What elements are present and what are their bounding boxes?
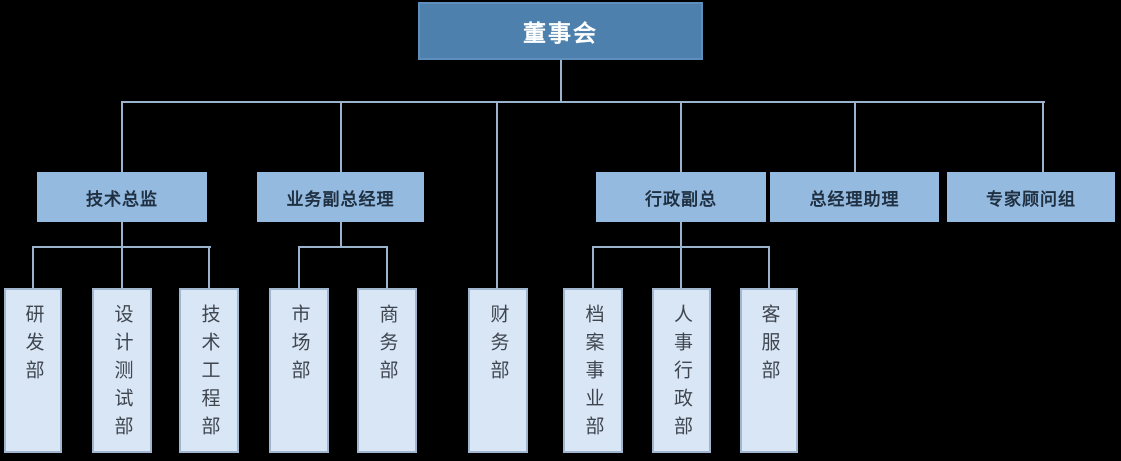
org-node-hr-admin-dept: 人事行政部 — [652, 288, 711, 453]
connector-admin-stem — [680, 222, 682, 288]
org-node-customer-service-dept: 客服部 — [740, 288, 798, 453]
connector-tech-stem — [121, 222, 123, 288]
org-node-label: 设计测试部 — [111, 304, 133, 444]
connector-drop-archives-dept — [592, 246, 594, 288]
org-node-gm-assistant: 总经理助理 — [770, 172, 939, 222]
org-node-label: 业务副总经理 — [286, 189, 395, 209]
connector-drop-gm-assistant — [854, 101, 856, 172]
connector-drop-business-deputy — [340, 101, 342, 172]
connector-drop-expert-advisors — [1042, 101, 1044, 172]
org-node-label: 行政副总 — [645, 189, 717, 209]
connector-root-stem — [560, 58, 562, 103]
org-node-label: 人事行政部 — [671, 304, 692, 444]
connector-drop-finance-dept — [496, 101, 498, 288]
org-node-tech-engineering-dept: 技术工程部 — [179, 288, 239, 453]
org-node-marketing-dept: 市场部 — [269, 288, 329, 453]
org-node-label: 档案事业部 — [582, 304, 604, 444]
connector-drop-tech-director — [121, 101, 123, 172]
connector-drop-admin-deputy — [680, 101, 682, 172]
org-node-design-test-dept: 设计测试部 — [92, 288, 152, 453]
connector-tech-horizontal — [32, 246, 211, 248]
org-node-business-deputy-gm: 业务副总经理 — [257, 172, 424, 222]
org-node-label: 总经理助理 — [809, 189, 900, 209]
org-node-archives-dept: 档案事业部 — [563, 288, 623, 453]
org-node-label: 客服部 — [758, 304, 780, 388]
org-node-label: 商务部 — [376, 304, 398, 388]
org-node-board: 董事会 — [418, 2, 703, 60]
connector-main-horizontal — [122, 101, 1045, 103]
org-node-tech-director: 技术总监 — [37, 172, 207, 222]
org-node-label: 研发部 — [22, 304, 44, 388]
org-node-rnd-dept: 研发部 — [4, 288, 62, 453]
org-node-expert-advisors: 专家顾问组 — [947, 172, 1115, 222]
org-node-label: 财务部 — [487, 304, 509, 388]
connector-admin-horizontal — [592, 246, 770, 248]
org-node-label: 专家顾问组 — [986, 189, 1076, 209]
connector-business-stem — [340, 222, 342, 248]
org-node-label: 技术总监 — [86, 189, 158, 209]
org-node-admin-deputy: 行政副总 — [596, 172, 766, 222]
connector-drop-marketing-dept — [298, 246, 300, 288]
org-node-label: 技术工程部 — [198, 304, 220, 444]
connector-business-horizontal — [298, 246, 388, 248]
org-node-label: 董事会 — [523, 20, 598, 46]
org-node-commerce-dept: 商务部 — [357, 288, 417, 453]
org-node-label: 市场部 — [288, 304, 310, 388]
connector-drop-tech-engineering-dept — [208, 246, 210, 288]
connector-drop-commerce-dept — [386, 246, 388, 288]
connector-drop-rnd-dept — [32, 246, 34, 288]
org-node-finance-dept: 财务部 — [468, 288, 528, 453]
connector-drop-customer-service-dept — [768, 246, 770, 288]
